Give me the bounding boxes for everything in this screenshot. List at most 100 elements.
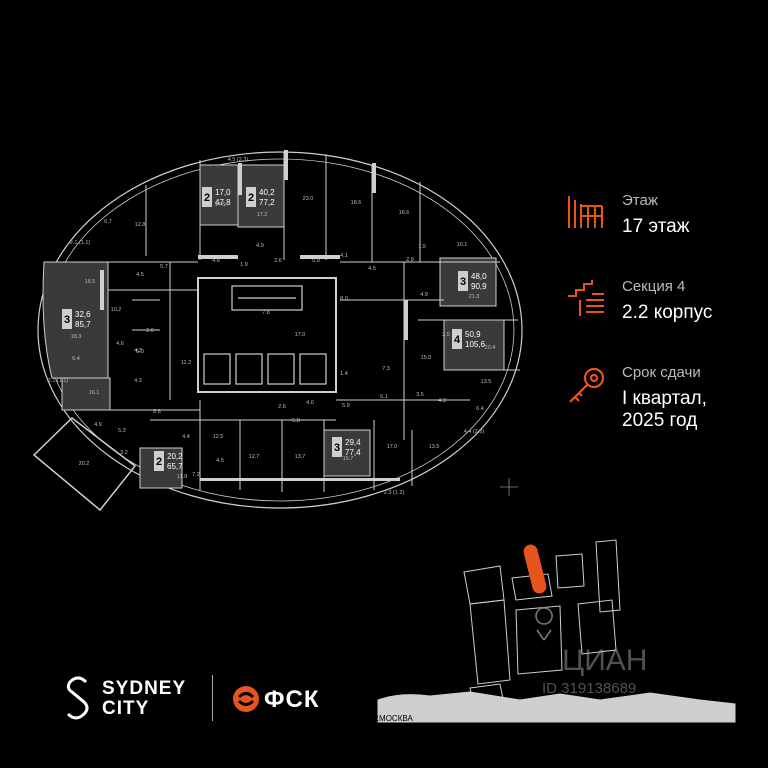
room-area-label: 6.4 xyxy=(72,356,80,362)
deadline-label: Срок сдачи xyxy=(622,364,701,381)
elevator-core xyxy=(197,277,337,393)
room-area-label: 15.0 xyxy=(421,355,432,361)
room-area-label: 2.9 xyxy=(406,257,414,263)
room-area-label: 3.2 xyxy=(120,450,128,456)
room-area-label: 14.6 xyxy=(215,202,226,208)
room-area-label: 11.9 xyxy=(177,474,187,480)
room-area-label: 17.0 xyxy=(387,444,398,450)
room-area-label: 10.1 xyxy=(457,242,468,248)
room-area-label: 12.8 xyxy=(135,222,146,228)
section-value: 2.2 корпус xyxy=(622,302,713,323)
building-floors-icon xyxy=(568,196,603,228)
room-area-label: 4.5 xyxy=(368,266,376,272)
room-area-label: 4.1 xyxy=(340,253,348,259)
room-area-label: 21.3 xyxy=(469,294,480,300)
room-area-label: 7.2 xyxy=(192,472,200,478)
room-area-label: 20.2 xyxy=(79,461,90,467)
fsk-mark-icon xyxy=(233,686,259,712)
room-area-label: 5.7 xyxy=(160,264,168,270)
room-area-label: 3.5 xyxy=(416,392,424,398)
room-area-label: 16.6 xyxy=(399,210,410,216)
room-area-label: 5.9 xyxy=(312,258,320,264)
room-area-label: 5.1 xyxy=(380,394,388,400)
room-area-label: 11.2 xyxy=(181,360,191,366)
unit-rooms: 2 xyxy=(248,192,254,204)
building-outline xyxy=(37,151,523,509)
room-area-label: 4.4 xyxy=(182,434,190,440)
unit-rooms: 2 xyxy=(204,192,210,204)
room-area-label: 6.4 xyxy=(476,406,484,412)
unit-rooms: 2 xyxy=(156,456,162,468)
room-area-label: 4.3 xyxy=(134,378,142,384)
room-area-label: 17.2 xyxy=(257,212,268,218)
unit-total-area: 105,6 xyxy=(465,340,486,349)
room-area-label: 13.5 xyxy=(429,444,440,450)
unit-living-area: 20,2 xyxy=(167,452,183,461)
room-area-label: 5.8 xyxy=(292,418,300,424)
room-area-label: 17.0 xyxy=(295,332,306,338)
room-area-label: 16.1 xyxy=(89,390,100,396)
unit-living-area: 32,6 xyxy=(75,310,91,319)
unit-2-room-top-2 xyxy=(237,164,285,228)
room-area-label: 5.9 xyxy=(342,403,350,409)
room-area-label: 16.5 xyxy=(85,279,96,285)
room-area-label: 4.9 xyxy=(420,292,428,298)
room-area-label: 4.5 xyxy=(136,272,144,278)
room-area-label: 12.7 xyxy=(249,454,260,460)
room-area-label: 10.2 xyxy=(111,307,122,313)
deadline-value-line1: I квартал, xyxy=(622,388,707,409)
room-area-label: 23.0 xyxy=(303,196,314,202)
room-area-label: 5.0 xyxy=(136,349,144,355)
room-area-label: 4.6 xyxy=(116,341,124,347)
unit-rooms: 4 xyxy=(454,334,461,346)
room-area-label: 7.9 xyxy=(418,244,426,250)
watermark-name: ЦИАН xyxy=(562,644,648,677)
room-area-label: 4.4 (2.2) xyxy=(464,429,485,435)
unit-total-area: 77,4 xyxy=(345,448,361,457)
room-area-label: 8.0 xyxy=(340,296,348,302)
room-area-label: 4.9 xyxy=(94,422,102,428)
room-area-label: 4.5 (2.3) xyxy=(228,157,249,163)
logo-divider xyxy=(212,675,213,721)
compass-icon xyxy=(500,478,518,496)
room-area-label: 3.5 xyxy=(442,332,450,338)
room-area-label: 2.6 xyxy=(278,404,286,410)
room-area-label: 4.3 xyxy=(438,398,446,404)
room-area-label: 6.7 xyxy=(104,219,112,225)
selected-building xyxy=(523,544,547,594)
unit-living-area: 29,4 xyxy=(345,438,361,447)
room-area-label: 2.6 xyxy=(274,258,282,264)
room-area-label: 1.9 xyxy=(240,262,248,268)
room-area-label: 1.4 xyxy=(340,371,348,377)
map-pin-icon xyxy=(535,607,553,641)
watermark-id: ID 319138689 xyxy=(542,680,637,697)
room-area-label: 4.8 xyxy=(212,258,220,264)
room-area-label: 20.4 xyxy=(485,345,496,351)
unit-rooms: 3 xyxy=(460,276,466,288)
deadline-value-line2: 2025 год xyxy=(622,410,698,431)
unit-rooms: 3 xyxy=(64,314,70,326)
city-word: CITY xyxy=(102,698,150,719)
room-area-label: 4.5 xyxy=(216,458,224,464)
room-area-label: 18.6 xyxy=(351,200,362,206)
room-area-label: 2.1 (1.1) xyxy=(48,378,69,384)
section-label: Секция 4 xyxy=(622,278,686,295)
room-area-label: 5.3 xyxy=(118,428,126,434)
room-area-label: 13.5 xyxy=(481,379,492,385)
key-icon xyxy=(569,367,605,403)
room-area-label: 7.3 xyxy=(382,366,390,372)
floor-label: Этаж xyxy=(622,192,658,209)
unit-living-area: 17,0 xyxy=(215,188,231,197)
river-label: Р.МОСКВА xyxy=(373,714,413,723)
unit-living-area: 48,0 xyxy=(471,272,487,281)
unit-total-area: 85,7 xyxy=(75,320,91,329)
room-area-label: 4.0 xyxy=(306,400,314,406)
room-area-label: 2.3 (1.2) xyxy=(384,490,405,496)
